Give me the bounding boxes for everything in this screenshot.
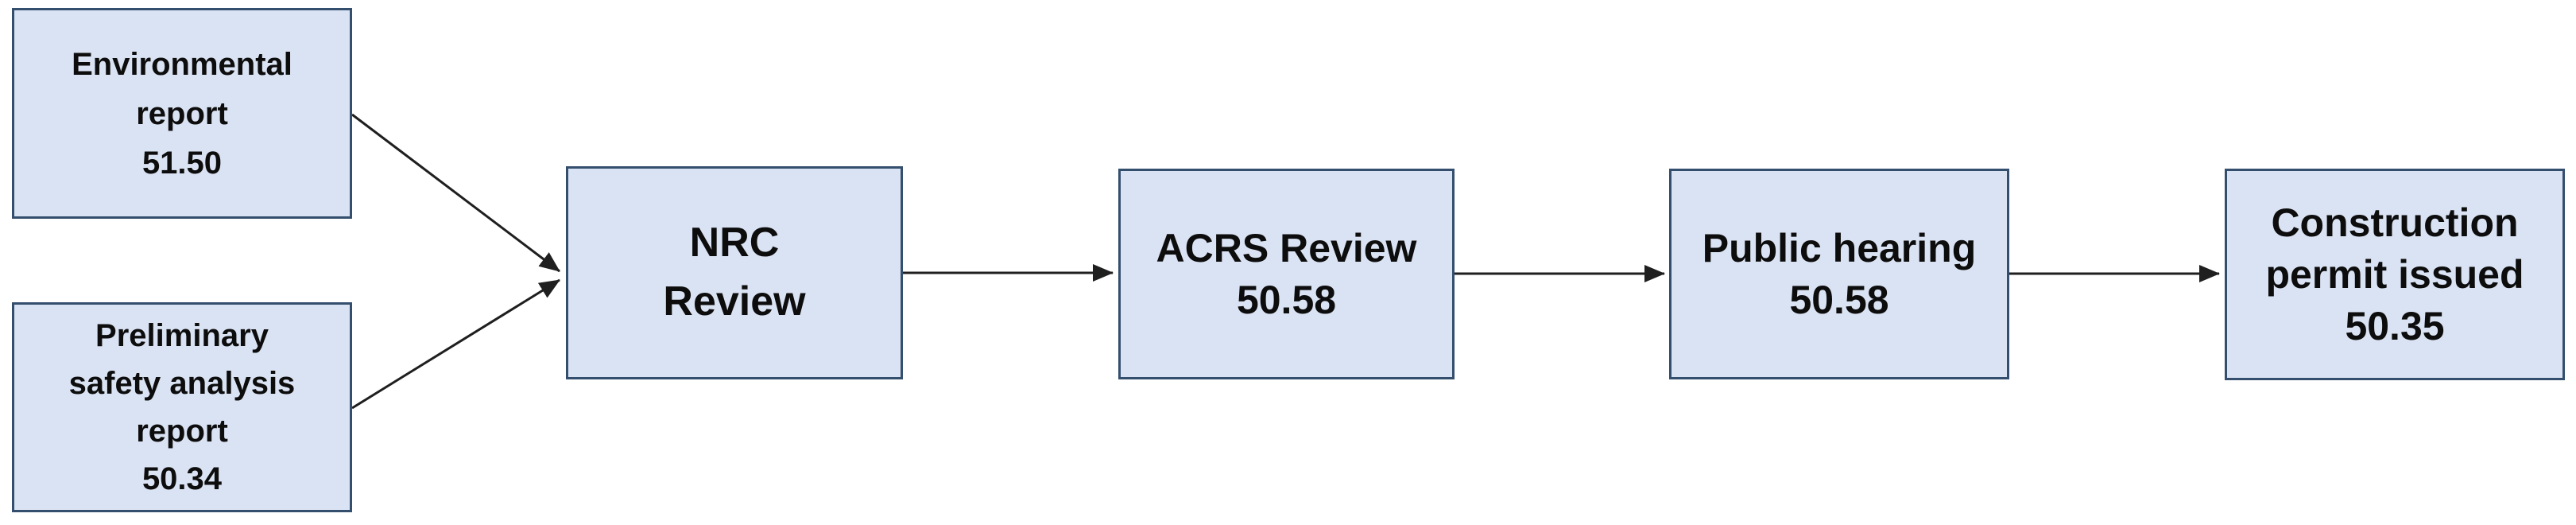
node-environmental-report: Environmental report 51.50 <box>12 8 352 219</box>
node-label-line: Public hearing <box>1702 225 1977 270</box>
node-label-line: report <box>136 95 228 131</box>
node-value: 50.58 <box>1789 277 1889 322</box>
arrow-environmental-report-to-nrc-review <box>351 113 560 273</box>
node-preliminary-safety-analysis-report: Preliminary safety analysis report 50.34 <box>12 302 352 512</box>
node-label-line: Construction <box>2271 200 2519 245</box>
node-label-line: Review <box>663 278 806 325</box>
node-value: 50.58 <box>1236 277 1337 322</box>
node-public-hearing: Public hearing 50.58 <box>1669 169 2009 379</box>
node-value: 51.50 <box>141 145 223 181</box>
node-label-line: permit issued <box>2265 251 2524 297</box>
node-label-line: report <box>136 414 228 449</box>
node-nrc-review: NRC Review <box>566 166 903 379</box>
node-label-line: ACRS Review <box>1156 225 1417 270</box>
node-acrs-review: ACRS Review 50.58 <box>1118 169 1455 379</box>
node-label-line: NRC <box>689 220 780 266</box>
node-label-line: Preliminary <box>95 318 269 353</box>
node-label-line: safety analysis <box>68 366 296 401</box>
arrow-preliminary-safety-analysis-report-to-nrc-review <box>351 278 560 410</box>
node-value: 50.35 <box>2345 303 2445 348</box>
node-label-line: Environmental <box>72 46 292 82</box>
node-value: 50.34 <box>141 461 223 496</box>
node-construction-permit-issued: Construction permit issued 50.35 <box>2225 169 2565 380</box>
